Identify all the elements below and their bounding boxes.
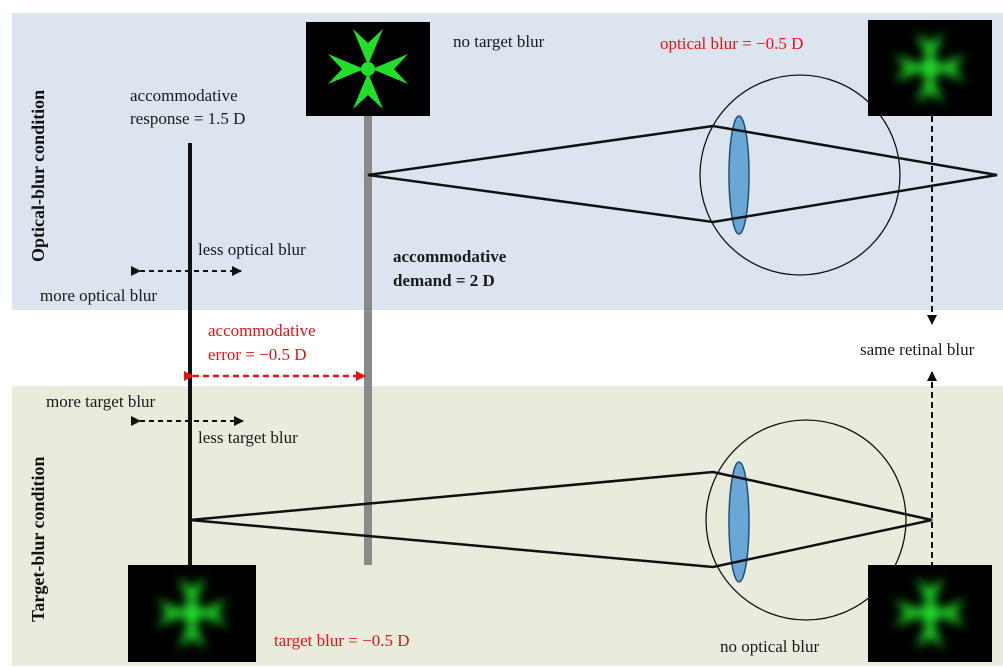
sharp-cross-icon [328, 29, 408, 109]
bottom-eye [705, 419, 907, 621]
target-blurred-image [128, 565, 256, 662]
sharp-target-image [306, 22, 430, 116]
accommodative-error-label-line1: accommodative [208, 321, 316, 340]
accommodative-error-label-line2: error = −0.5 D [208, 345, 307, 364]
more-target-blur-label: more target blur [46, 392, 156, 411]
optical-blur-value-label: optical blur = −0.5 D [660, 34, 804, 53]
retinal-blur-target-image [868, 565, 992, 662]
bottom-eye-lens [728, 461, 750, 583]
more-optical-blur-label: more optical blur [40, 286, 158, 305]
blurred-cross-icon [894, 577, 966, 649]
target-blur-value-label: target blur = −0.5 D [274, 631, 410, 650]
accommodative-demand-label-line2: demand = 2 D [393, 271, 495, 290]
blurred-cross-icon [894, 32, 966, 104]
no-target-blur-label: no target blur [453, 32, 545, 51]
top-eye [699, 74, 901, 276]
less-target-blur-label: less target blur [198, 428, 298, 447]
top-ray-diagram [367, 124, 998, 224]
optical-blur-band [12, 13, 1003, 310]
optical-blurred-target-image [868, 20, 992, 116]
less-optical-blur-label: less optical blur [198, 240, 306, 259]
same-retinal-blur-label: same retinal blur [860, 340, 975, 359]
accommodative-demand-label-line1: accommodative [393, 247, 507, 266]
accommodative-response-label-line1: accommodative [130, 86, 238, 105]
blurred-cross-icon [156, 577, 228, 649]
accommodative-response-label-line2: response = 1.5 D [130, 109, 246, 128]
no-optical-blur-label: no optical blur [720, 637, 820, 656]
bottom-ray-diagram [189, 470, 933, 569]
top-eye-lens [728, 115, 750, 235]
